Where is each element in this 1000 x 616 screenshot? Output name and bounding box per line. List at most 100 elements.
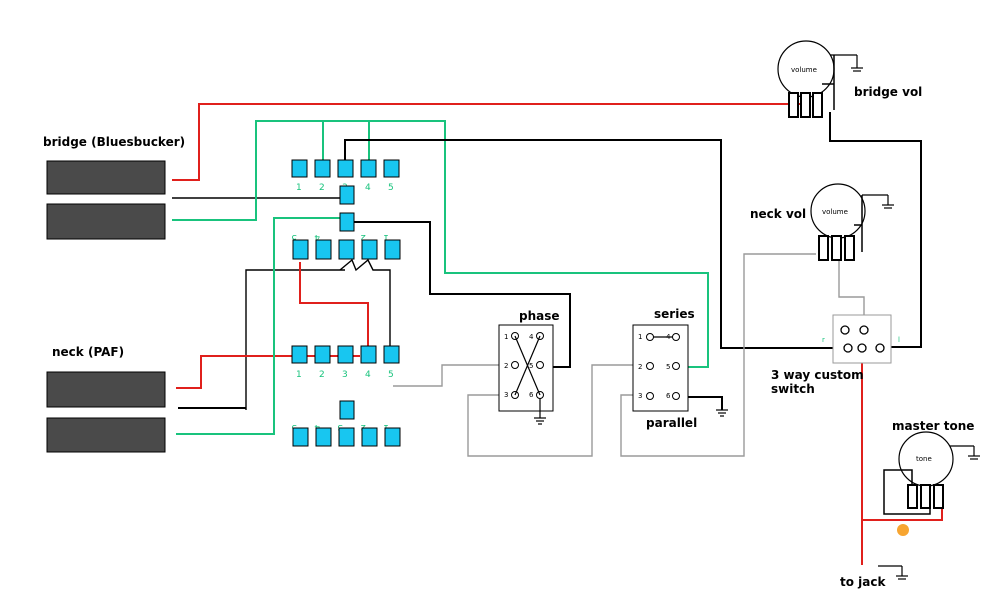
gray-pad-to-phase-wire bbox=[393, 364, 505, 387]
three-way-label-2: switch bbox=[771, 382, 815, 396]
pad-number: 1 bbox=[296, 183, 302, 193]
pin-number: 6 bbox=[666, 392, 671, 400]
bridge-hot-wire bbox=[172, 103, 806, 181]
gray-phase-to-series-wire bbox=[467, 364, 645, 457]
pin-number: 2 bbox=[638, 363, 642, 371]
neck-vol-pot-text: volume bbox=[822, 208, 848, 216]
pad-to-phase-black-wire bbox=[352, 221, 571, 368]
pad-number: 1 bbox=[383, 422, 389, 432]
pad-g bbox=[315, 427, 332, 447]
pin-number: 2 bbox=[504, 362, 508, 370]
pad-number: 4 bbox=[314, 232, 320, 242]
pad-to-switch-black-wire bbox=[344, 139, 848, 349]
neck-pickup-coil-2 bbox=[46, 417, 166, 453]
pad-number: 3 bbox=[337, 422, 343, 432]
three-way-label-1: 3 way custom bbox=[771, 368, 864, 382]
output-jack: to jack bbox=[840, 565, 908, 589]
tone-red-wire bbox=[862, 505, 943, 521]
pad-d bbox=[361, 239, 378, 260]
pad-number: 5 bbox=[291, 232, 297, 242]
bridge-pad-1 bbox=[291, 159, 308, 178]
bridge-pickup-coil-2 bbox=[46, 203, 166, 240]
neck-hot-wire bbox=[176, 355, 360, 389]
pin-number: 5 bbox=[529, 362, 533, 370]
bridge-pad-4 bbox=[360, 159, 377, 178]
bridge-pad-row-mirrored: 5 4 2 1 bbox=[291, 232, 401, 260]
parallel-label: parallel bbox=[646, 416, 697, 430]
pad-b bbox=[315, 239, 332, 260]
pad-number: 5 bbox=[388, 370, 394, 380]
pin-number: 3 bbox=[504, 391, 508, 399]
bridge-green-wire bbox=[172, 120, 709, 368]
pad-number: 2 bbox=[360, 422, 366, 432]
bridge-volume-pot: volume bridge vol bbox=[777, 40, 922, 118]
neck-pad-4 bbox=[360, 345, 377, 364]
neck-black-loop-wire bbox=[245, 269, 345, 410]
bridge-pad-5 bbox=[383, 159, 400, 178]
neck-pad-5 bbox=[383, 345, 400, 364]
pad-f bbox=[292, 427, 309, 447]
series-parallel-switch: series parallel 1 4 2 5 3 6 bbox=[632, 307, 728, 430]
bridge-pickup-coil-1 bbox=[46, 160, 166, 195]
pin-number: 6 bbox=[529, 391, 534, 399]
neck-pad-row-mirrored: 5 4 3 2 1 bbox=[291, 422, 401, 447]
switch-left-label: r bbox=[822, 336, 825, 344]
cross-jumper-wire bbox=[339, 258, 391, 346]
bridge-pad-3 bbox=[337, 159, 354, 178]
pin-number: 4 bbox=[529, 333, 534, 341]
neck-pad-3 bbox=[337, 345, 354, 364]
series-ground-wire bbox=[678, 396, 723, 410]
neck-pad-2 bbox=[314, 345, 331, 364]
pad-number: 4 bbox=[365, 183, 371, 193]
bridge-vol-pot-text: volume bbox=[791, 66, 817, 74]
pad-c bbox=[338, 239, 355, 260]
pad-number: 5 bbox=[291, 422, 297, 432]
pin-number: 1 bbox=[504, 333, 508, 341]
tone-pot: tone master tone bbox=[883, 419, 980, 536]
pin-number: 1 bbox=[638, 333, 642, 341]
neck-pickup-coil-1 bbox=[46, 371, 166, 408]
bridge-pad-link bbox=[339, 185, 355, 205]
tone-label: master tone bbox=[892, 419, 974, 433]
gray-series-to-neckvol-wire bbox=[620, 253, 816, 457]
neck-vol-label: neck vol bbox=[750, 207, 806, 221]
pad-number: 2 bbox=[319, 183, 325, 193]
neck-pad-1 bbox=[291, 345, 308, 364]
bridge-vol-to-switch-wire bbox=[829, 112, 922, 348]
pad-number: 2 bbox=[360, 232, 366, 242]
neck-pickup-label: neck (PAF) bbox=[52, 345, 124, 359]
pad-number: 2 bbox=[319, 370, 325, 380]
capacitor-icon bbox=[897, 524, 909, 536]
bridge-pad-row: 1 2 3 4 5 bbox=[291, 159, 400, 232]
pad-number: 1 bbox=[296, 370, 302, 380]
pin-number: 3 bbox=[638, 392, 642, 400]
pad-number: 1 bbox=[383, 232, 389, 242]
pad-number: 4 bbox=[314, 422, 320, 432]
gray-neckvol-to-switch-wire bbox=[838, 260, 865, 330]
tone-pot-text: tone bbox=[916, 455, 932, 463]
neck-pad-link bbox=[339, 400, 355, 420]
pad-j bbox=[384, 427, 401, 447]
neck-volume-pot: volume neck vol bbox=[750, 183, 894, 261]
series-label: series bbox=[654, 307, 695, 321]
bridge-pad-2 bbox=[314, 159, 331, 178]
pad-h bbox=[338, 427, 355, 447]
phase-label: phase bbox=[519, 309, 560, 323]
pad-e bbox=[384, 239, 401, 260]
phase-switch: phase 1 4 2 5 3 6 bbox=[498, 309, 560, 425]
pad-i bbox=[361, 427, 378, 447]
jack-label: to jack bbox=[840, 575, 886, 589]
switch-right-label: l bbox=[898, 336, 900, 344]
pad-number: 4 bbox=[365, 370, 371, 380]
pad-number: 3 bbox=[342, 370, 348, 380]
red-jumper-wire bbox=[299, 262, 369, 346]
bridge-pickup-label: bridge (Bluesbucker) bbox=[43, 135, 185, 149]
bridge-pad-link-2 bbox=[339, 212, 355, 232]
bridge-vol-label: bridge vol bbox=[854, 85, 922, 99]
pad-a bbox=[292, 239, 309, 260]
pad-number: 5 bbox=[388, 183, 394, 193]
pin-number: 5 bbox=[666, 363, 670, 371]
neck-green-wire bbox=[176, 217, 340, 435]
neck-pad-row: 1 2 3 4 5 bbox=[291, 345, 400, 420]
